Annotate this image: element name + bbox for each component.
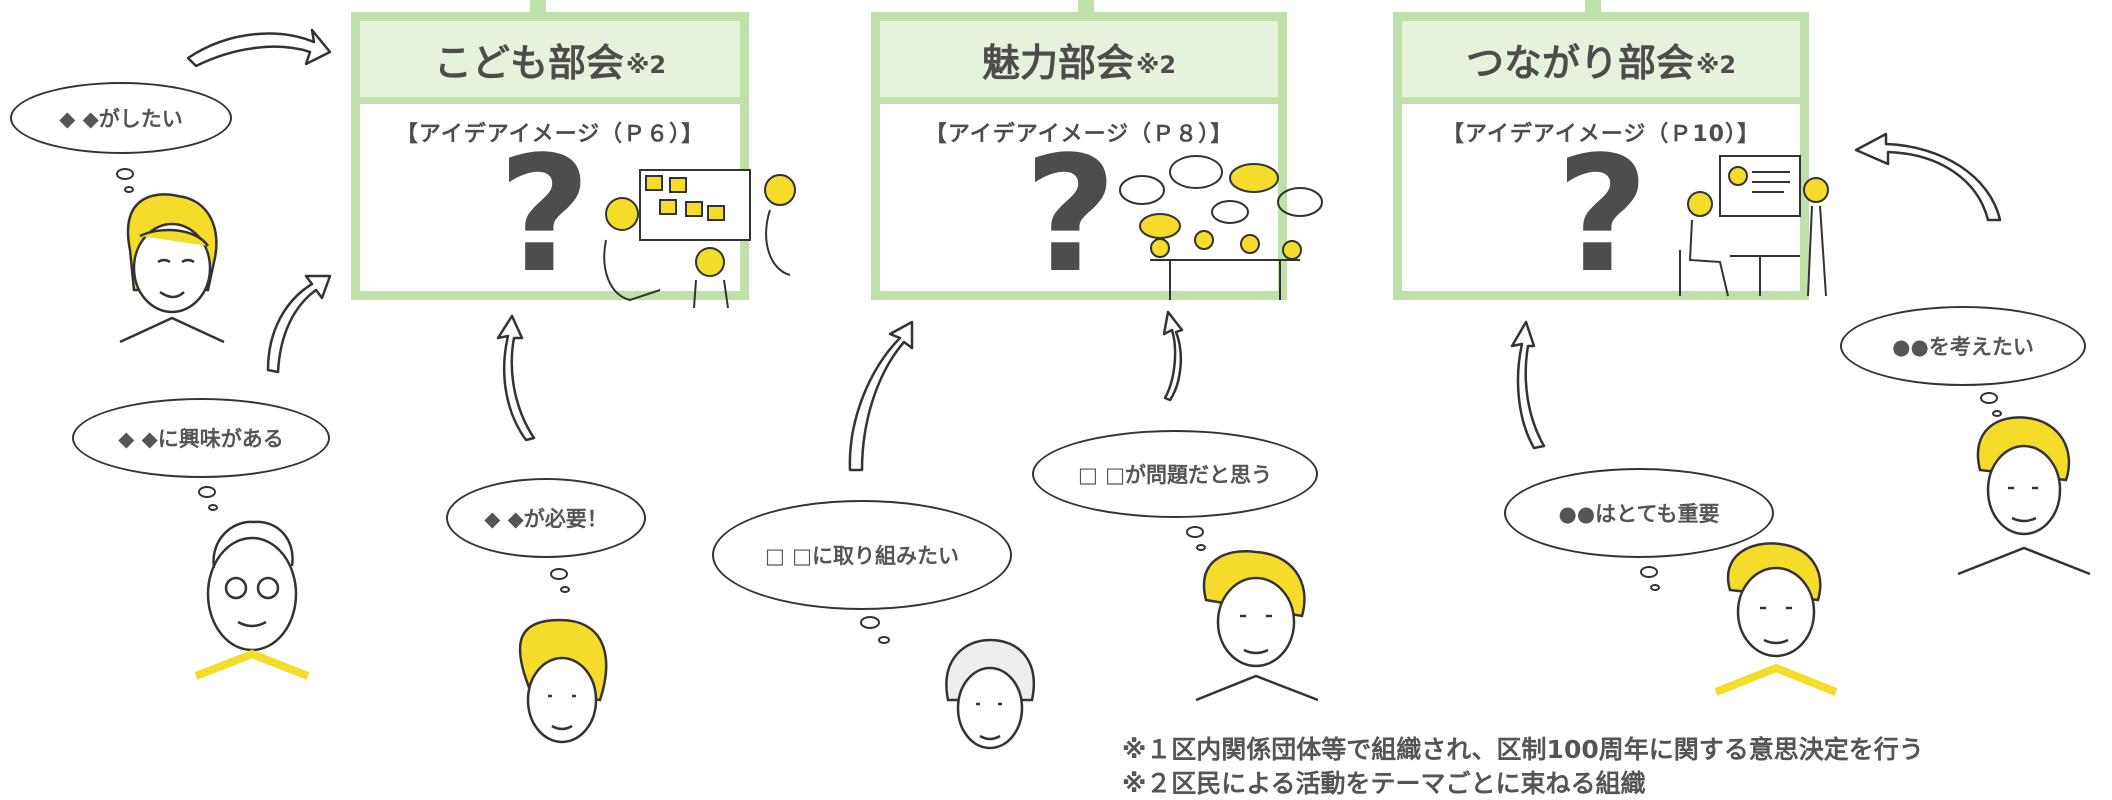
thought-bubble-text: □ □に取り組みたい <box>765 544 959 568</box>
thought-dot <box>560 586 570 593</box>
thought-dot <box>1186 526 1204 538</box>
presentation-illustration <box>1679 155 1829 297</box>
idea-image-label: 【アイデアイメージ（Ｐ６）】 <box>395 122 705 147</box>
arrow-icon <box>266 274 332 374</box>
person-icon <box>945 638 1035 750</box>
person-icon <box>1714 542 1838 696</box>
discussion-illustration <box>1119 155 1323 300</box>
thought-dot <box>1980 392 1998 404</box>
thought-bubble: ●●はとても重要 <box>1504 468 1774 558</box>
thought-bubble: ◆ ◆が必要！ <box>446 478 646 558</box>
panel-tab-stub <box>530 0 546 14</box>
thought-dot <box>550 568 568 580</box>
person-icon <box>1957 416 2091 576</box>
thought-dot <box>124 186 134 193</box>
thought-dot <box>1196 544 1206 551</box>
panel-header: つながり部会※2 <box>1402 21 1800 104</box>
question-mark-icon: ? <box>498 121 591 308</box>
idea-image-label: 【アイデアイメージ（Ｐ10）】 <box>1442 122 1760 147</box>
thought-bubble-text: ◆ ◆が必要！ <box>484 507 608 531</box>
arrow-icon <box>1162 310 1184 402</box>
person-icon <box>119 193 225 344</box>
person-icon <box>518 618 608 744</box>
thought-bubble: □ □が問題だと思う <box>1032 430 1318 518</box>
panel-title: つながり部会 <box>1465 40 1694 85</box>
arrow-icon <box>1510 320 1546 450</box>
thought-dot <box>208 504 218 511</box>
thought-dot <box>198 486 216 498</box>
thought-dot <box>860 616 880 629</box>
panel-title: 魅力部会 <box>981 40 1134 85</box>
panel-header: こども部会※2 <box>360 21 740 104</box>
arrow-icon <box>848 320 914 472</box>
arrow-icon <box>496 314 536 442</box>
thought-bubble-text: □ □が問題だと思う <box>1078 463 1272 487</box>
thought-bubble: ◆ ◆がしたい <box>10 82 232 154</box>
thought-dot <box>1640 566 1658 578</box>
thought-bubble-text: ◆ ◆がしたい <box>59 107 183 131</box>
footnote: ※２区民による活動をテーマごとに束ねる組織 <box>1122 769 1646 798</box>
panel-tab-stub <box>1078 0 1094 14</box>
thought-bubble-text: ●●はとても重要 <box>1558 502 1720 526</box>
panel-tab-stub <box>1585 0 1601 14</box>
thought-bubble: □ □に取り組みたい <box>712 500 1012 610</box>
footnote: ※１区内関係団体等で組織され、区制100周年に関する意思決定を行う <box>1122 735 1924 764</box>
thought-bubble-text: ◆ ◆に興味がある <box>118 427 284 451</box>
person-icon <box>194 520 310 680</box>
panel-title: こども部会 <box>433 40 624 85</box>
thought-dot <box>1992 410 2002 417</box>
arrow-icon <box>1854 132 2002 222</box>
panel-note: ※2 <box>625 51 667 79</box>
arrow-icon <box>186 28 332 68</box>
thought-dot <box>878 636 890 644</box>
question-mark-icon: ? <box>1024 121 1117 308</box>
idea-image-label: 【アイデアイメージ（Ｐ８）】 <box>924 122 1234 147</box>
thought-bubble: ◆ ◆に興味がある <box>72 398 330 478</box>
person-icon <box>1195 550 1319 702</box>
panel-note: ※2 <box>1695 51 1737 79</box>
thought-dot <box>116 168 134 180</box>
thought-dot <box>1650 584 1660 591</box>
panel-header: 魅力部会※2 <box>880 21 1278 104</box>
thought-bubble: ●●を考えたい <box>1840 306 2086 386</box>
question-mark-icon: ? <box>1556 121 1649 308</box>
panel-note: ※2 <box>1135 51 1177 79</box>
panel-kodomo: こども部会※2 【アイデアイメージ（Ｐ６）】 <box>351 12 749 300</box>
panel-miryoku: 魅力部会※2 【アイデアイメージ（Ｐ８）】 <box>871 12 1287 300</box>
thought-bubble-text: ●●を考えたい <box>1892 335 2034 359</box>
meeting-illustration <box>603 169 796 309</box>
